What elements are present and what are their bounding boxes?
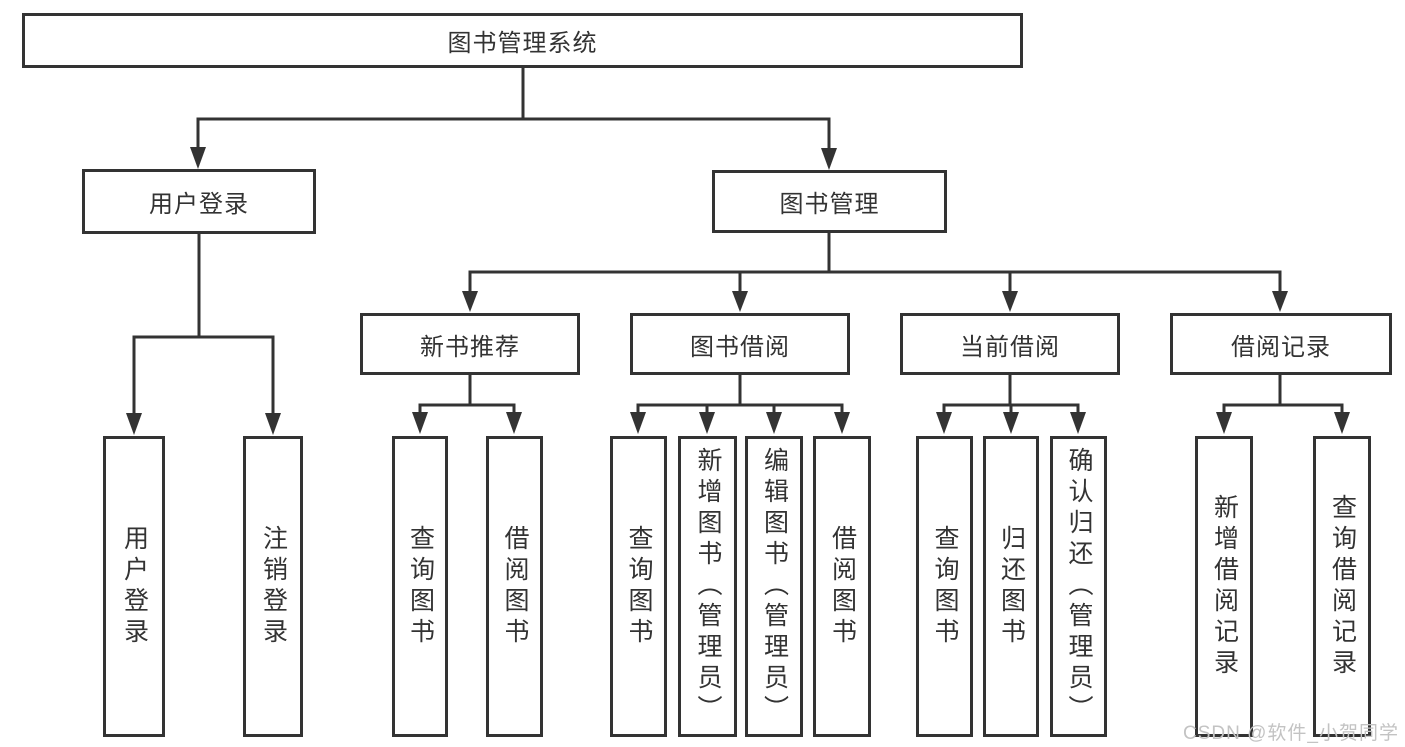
arrow-down-icon [265, 413, 281, 435]
node-label: 新增借阅记录 [1210, 493, 1239, 680]
node-label: 归还图书 [997, 524, 1026, 649]
arrow-down-icon [630, 412, 646, 434]
leaf-current-return-books: 归还图书 [983, 436, 1039, 737]
arrow-down-icon [1002, 291, 1018, 312]
arrow-down-icon [1070, 412, 1086, 434]
leaf-current-confirm-return-admin: 确认归还（管理员） [1050, 436, 1107, 737]
arrow-down-icon [1003, 412, 1019, 434]
arrow-down-icon [936, 412, 952, 434]
node-label: 图书借阅 [690, 333, 790, 361]
leaf-recommend-query-books: 查询图书 [392, 436, 448, 737]
leaf-borrow-edit-books-admin: 编辑图书（管理员） [745, 436, 803, 737]
node-label: 编辑图书（管理员） [760, 447, 789, 726]
node-label: 借阅记录 [1231, 333, 1331, 361]
node-label: 用户登录 [120, 524, 149, 649]
leaf-user-login: 用户登录 [103, 436, 165, 737]
arrow-down-icon [766, 412, 782, 434]
node-label: 图书管理系统 [447, 30, 598, 57]
node-label: 图书管理 [779, 191, 880, 218]
node-book-borrow: 图书借阅 [630, 313, 850, 375]
node-borrow-records: 借阅记录 [1170, 313, 1392, 375]
edge-current-borrow-children [936, 375, 1086, 434]
node-label: 查询图书 [625, 524, 653, 649]
edge-user-login-children [126, 234, 281, 435]
node-book-management: 图书管理 [712, 170, 947, 233]
edge-book-management-children [462, 233, 1288, 312]
arrow-down-icon [821, 148, 837, 170]
watermark-text: CSDN @软件_小贺同学 [1183, 723, 1399, 744]
arrow-down-icon [412, 412, 428, 434]
arrow-down-icon [462, 291, 478, 312]
edge-new-book-recommend-children [412, 375, 522, 434]
edge-book-borrow-children [630, 375, 850, 434]
leaf-borrow-add-books-admin: 新增图书（管理员） [678, 436, 737, 737]
node-label: 用户登录 [149, 191, 249, 218]
edge-root-children [190, 68, 837, 170]
arrow-down-icon [699, 412, 715, 434]
leaf-logout: 注销登录 [243, 436, 303, 737]
node-label: 新增图书（管理员） [694, 447, 722, 726]
leaf-borrow-borrow-books: 借阅图书 [813, 436, 871, 737]
arrow-down-icon [1272, 291, 1288, 312]
node-label: 当前借阅 [960, 333, 1060, 361]
node-current-borrow: 当前借阅 [900, 313, 1120, 375]
node-label: 注销登录 [259, 524, 288, 649]
node-user-login: 用户登录 [82, 169, 316, 234]
node-label: 确认归还（管理员） [1065, 447, 1093, 726]
leaf-recommend-borrow-books: 借阅图书 [486, 436, 543, 737]
node-label: 查询借阅记录 [1328, 493, 1357, 680]
node-label: 查询图书 [406, 524, 435, 649]
leaf-records-add-record: 新增借阅记录 [1195, 436, 1253, 737]
arrow-down-icon [190, 147, 206, 169]
leaf-borrow-query-books: 查询图书 [610, 436, 667, 737]
arrow-down-icon [732, 291, 748, 312]
arrow-down-icon [1216, 412, 1232, 434]
node-label: 借阅图书 [501, 524, 529, 649]
leaf-records-query-record: 查询借阅记录 [1313, 436, 1371, 737]
node-label: 借阅图书 [828, 524, 857, 649]
node-new-book-recommend: 新书推荐 [360, 313, 580, 375]
node-label: 查询图书 [931, 524, 959, 649]
node-label: 新书推荐 [420, 333, 520, 361]
node-root: 图书管理系统 [22, 13, 1023, 68]
arrow-down-icon [1334, 412, 1350, 434]
leaf-current-query-books: 查询图书 [916, 436, 973, 737]
arrow-down-icon [126, 413, 142, 435]
arrow-down-icon [506, 412, 522, 434]
edge-borrow-records-children [1216, 375, 1350, 434]
arrow-down-icon [834, 412, 850, 434]
